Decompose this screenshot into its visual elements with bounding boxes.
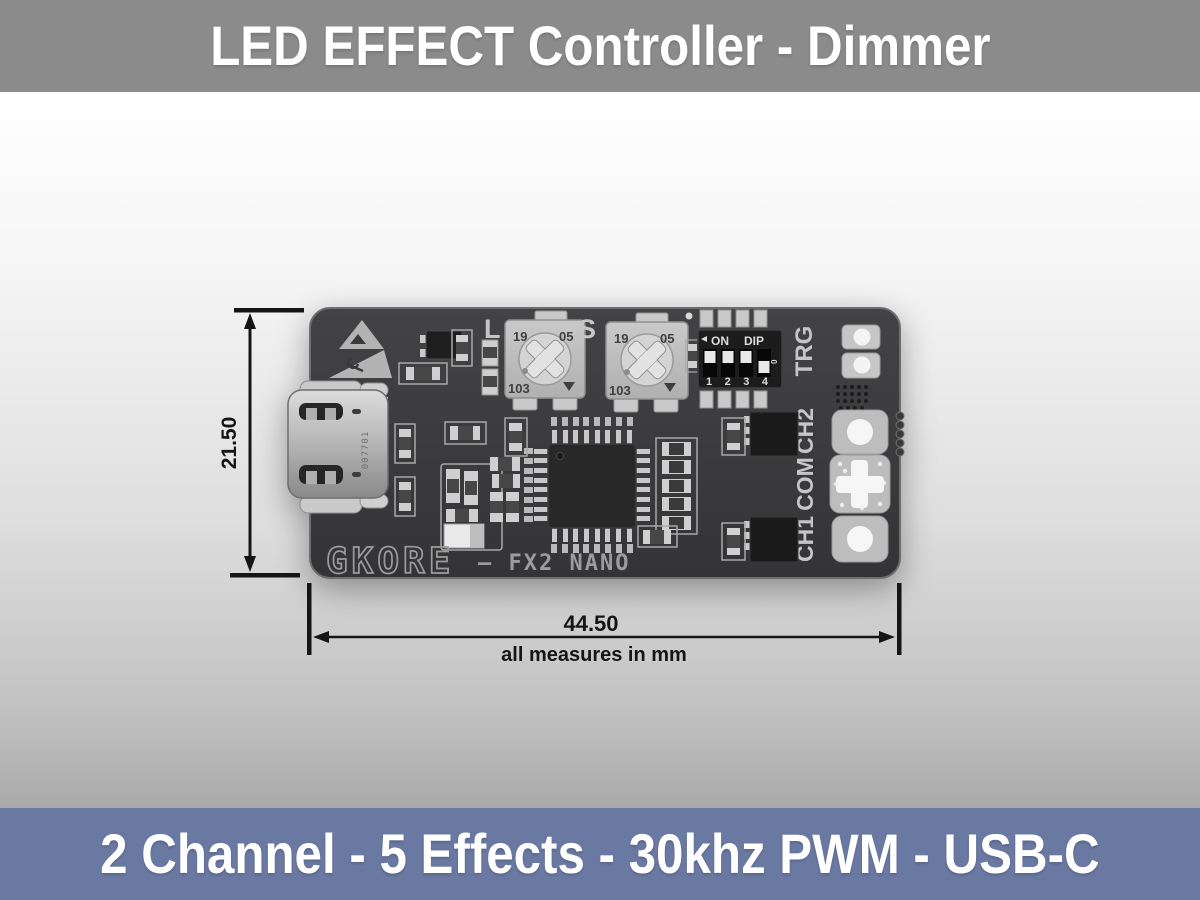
- dim-cap-bottom: [230, 573, 300, 578]
- dip-side-marking: 0: [770, 359, 779, 364]
- footer-banner: 2 Channel - 5 Effects - 30khz PWM - USB-…: [0, 808, 1200, 900]
- pot-marking: 19: [513, 329, 527, 344]
- page-title: LED EFFECT Controller - Dimmer: [209, 14, 991, 77]
- pad-trg: [841, 324, 881, 379]
- dip-switch: ON DIP 1 2 3 4 0: [697, 309, 783, 409]
- pot-arrow-mark: [664, 383, 676, 392]
- passive-cluster: [440, 339, 528, 551]
- brand-text: GKORE: [326, 541, 454, 582]
- dimension-width: 44.50 all measures in mm: [307, 583, 902, 666]
- model-text: – FX2 NANO: [478, 551, 630, 576]
- dip-on-label: ON: [711, 334, 729, 348]
- pad-com-label: COM: [792, 457, 818, 511]
- pcb-product-image: 007701 L: [218, 307, 905, 666]
- width-dimension-label: 44.50: [563, 611, 618, 636]
- main-area: 007701 L: [0, 92, 1200, 808]
- resistor: [451, 329, 473, 367]
- pot-marking: 103: [609, 383, 631, 398]
- usb-marking-text: 007701: [361, 431, 371, 470]
- pcb-board: 007701 L: [287, 307, 905, 583]
- feature-strapline: 2 Channel - 5 Effects - 30khz PWM - USB-…: [100, 822, 1100, 885]
- resistor: [637, 525, 678, 548]
- dim-cap-left: [307, 583, 312, 655]
- usb-c-connector: 007701: [287, 380, 389, 514]
- mcu-ic: [524, 417, 650, 553]
- pad-com: [829, 454, 891, 514]
- esd-warning-icon: [329, 320, 392, 378]
- resistor: [394, 476, 416, 517]
- mcu-pads: [524, 417, 633, 553]
- pot-marking: 19: [614, 331, 628, 346]
- pot-l-label: L: [484, 314, 501, 344]
- pot-s-label: S: [578, 314, 596, 344]
- resistor: [721, 417, 746, 456]
- pot-marking: 103: [508, 381, 530, 396]
- potentiometer-l: 19 05 103: [504, 310, 586, 411]
- units-note: all measures in mm: [501, 644, 687, 666]
- dim-cap-top: [234, 308, 304, 313]
- pot-marking: 05: [660, 331, 674, 346]
- via-cluster: [836, 385, 868, 410]
- mosfet-ch2: [744, 411, 799, 457]
- pad-ch1: [831, 515, 889, 563]
- dim-cap-right: [897, 583, 902, 655]
- potentiometer-s: 19 05 103: [605, 312, 689, 413]
- resistor: [721, 522, 746, 561]
- silkscreen-brand: GKORE – FX2 NANO: [325, 540, 630, 583]
- height-dimension-label: 21.50: [218, 417, 241, 470]
- dimension-height: 21.50: [218, 308, 304, 578]
- pot-marking: 05: [559, 329, 573, 344]
- castellation-edge: [895, 411, 905, 457]
- silkscreen-dot: [685, 312, 693, 320]
- header-banner: LED EFFECT Controller - Dimmer: [0, 0, 1200, 92]
- usb-contact-slots: [299, 403, 361, 484]
- pad-ch2: [831, 409, 889, 455]
- pad-trg-label: TRG: [791, 326, 818, 377]
- dip-sliders: [703, 349, 771, 377]
- resistor: [398, 362, 448, 385]
- resistor-bank: [655, 437, 698, 535]
- resistor: [394, 423, 416, 464]
- mcu-pins: [534, 430, 650, 542]
- dip-dip-label: DIP: [744, 334, 764, 348]
- pot-arrow-mark: [563, 382, 575, 391]
- mosfet-ch1: [744, 516, 799, 563]
